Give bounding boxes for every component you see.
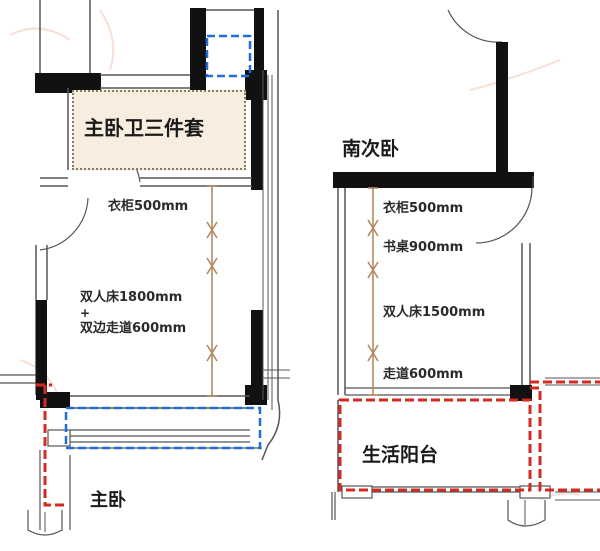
left-plus-sign: + [80, 306, 91, 320]
right-wardrobe-label: 衣柜500mm [383, 201, 464, 216]
balcony-label: 生活阳台 [362, 444, 439, 466]
left-plan-walls [0, 0, 290, 536]
right-dimension-line [367, 187, 379, 396]
left-blue-dashed-outline [64, 34, 262, 450]
right-plan-walls [331, 9, 600, 527]
right-desk-label: 书桌900mm [383, 240, 464, 255]
left-wardrobe-label: 衣柜500mm [108, 199, 189, 214]
left-bed-label: 双人床1800mm [80, 290, 183, 305]
right-red-dashed-outline [338, 380, 600, 492]
right-bed-label: 双人床1500mm [383, 305, 486, 320]
bathroom-suite-box [72, 90, 246, 170]
right-aisle-label: 走道600mm [383, 367, 464, 382]
left-red-dashed-outline [36, 383, 68, 507]
left-aisle-label: 双边走道600mm [80, 321, 187, 336]
left-dimension-line [206, 185, 218, 397]
south-bedroom-label: 南次卧 [342, 138, 400, 160]
bathroom-suite-label: 主卧卫三件套 [84, 116, 204, 140]
master-bedroom-label: 主卧 [90, 490, 126, 511]
